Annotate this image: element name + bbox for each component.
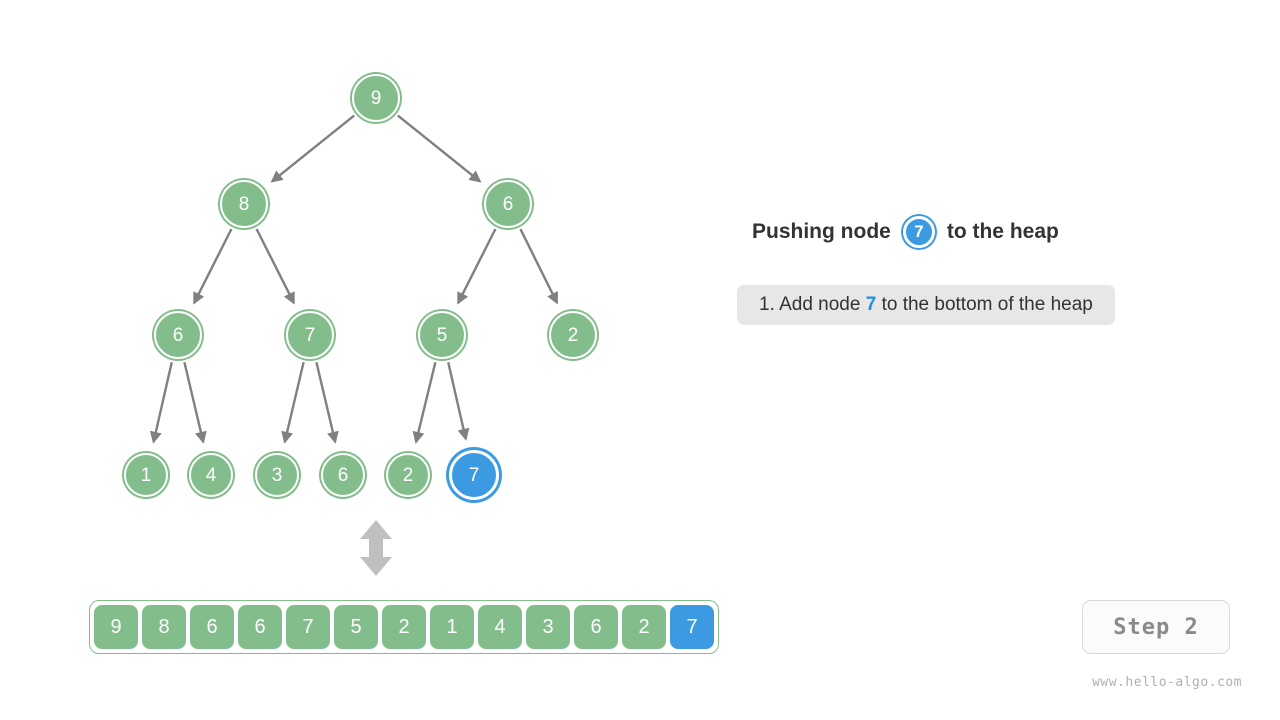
array-cell-1: 8	[142, 605, 186, 649]
array-cell-0: 9	[94, 605, 138, 649]
tree-node-6: 2	[549, 311, 597, 359]
operation-title-suffix: to the heap	[946, 220, 1059, 243]
tree-edge-0	[270, 114, 355, 183]
watermark: www.hello-algo.com	[1092, 675, 1242, 690]
array-cell-8: 4	[478, 605, 522, 649]
tree-edge-11	[447, 362, 470, 441]
tree-node-10: 6	[321, 453, 365, 497]
step-description-prefix: 1. Add node	[759, 294, 861, 315]
tree-node-3: 6	[154, 311, 202, 359]
tree-node-8: 4	[189, 453, 233, 497]
tree-node-1: 8	[220, 180, 268, 228]
tree-node-5: 5	[418, 311, 466, 359]
array-cell-11: 2	[622, 605, 666, 649]
tree-node-4: 7	[286, 311, 334, 359]
array-cell-2: 6	[190, 605, 234, 649]
tree-edge-1	[397, 114, 482, 183]
tree-edge-6	[149, 362, 173, 444]
step-description-suffix: to the bottom of the heap	[881, 294, 1093, 315]
tree-edge-9	[315, 361, 339, 444]
tree-edges	[149, 114, 559, 444]
operation-title-prefix: Pushing node	[752, 220, 891, 243]
array-cell-9: 3	[526, 605, 570, 649]
array-cell-5: 5	[334, 605, 378, 649]
tree-node-7: 1	[124, 453, 168, 497]
array-cell-12: 7	[670, 605, 714, 649]
tree-node-2: 6	[484, 180, 532, 228]
tree-node-11: 2	[386, 453, 430, 497]
step-counter-badge: Step 2	[1082, 600, 1230, 654]
tree-edge-8	[281, 361, 305, 444]
step-description-highlight: 7	[865, 294, 877, 315]
pushed-value-badge: 7	[902, 216, 935, 248]
tree-node-0: 9	[352, 74, 400, 122]
array-cell-10: 6	[574, 605, 618, 649]
up-down-arrow-icon	[358, 519, 394, 577]
array-cell-6: 2	[382, 605, 426, 649]
tree-edge-7	[183, 361, 207, 444]
tree-node-9: 3	[255, 453, 299, 497]
step-description: 1. Add node 7 to the bottom of the heap	[737, 285, 1115, 325]
tree-edge-3	[255, 228, 295, 305]
array-cell-4: 7	[286, 605, 330, 649]
tree-edge-4	[457, 228, 497, 305]
tree-node-12: 7	[449, 450, 499, 500]
array-cell-7: 1	[430, 605, 474, 649]
tree-edge-5	[519, 228, 559, 305]
operation-title: Pushing node 7 to the heap	[752, 216, 1059, 248]
tree-edge-2	[193, 228, 233, 305]
info-panel: Pushing node 7 to the heap 1. Add node 7…	[737, 0, 1257, 720]
tree-edge-10	[412, 361, 437, 444]
array-cell-3: 6	[238, 605, 282, 649]
